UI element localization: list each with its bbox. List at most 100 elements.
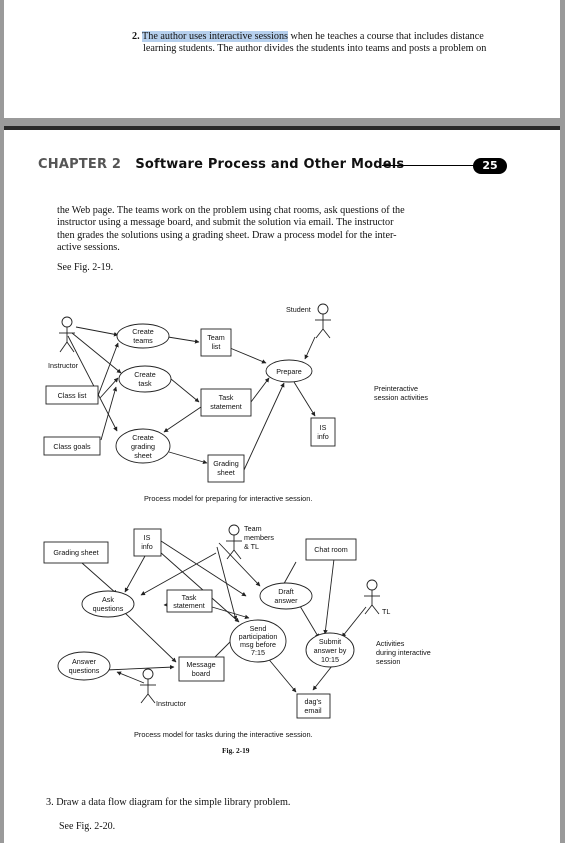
see-figure-ref: See Fig. 2-19. <box>57 262 114 273</box>
paragraph-line: the Web page. The teams work on the prob… <box>57 205 405 216</box>
class-list-box <box>45 385 99 405</box>
diagram1-connectors <box>67 326 316 471</box>
class-goals-label: Class goals <box>53 442 91 451</box>
send-participation-label: Send <box>250 624 267 633</box>
current-page: CHAPTER 2 Software Process and Other Mod… <box>4 126 560 843</box>
item-2-text: 2. The author uses interactive sessions … <box>132 31 528 56</box>
instructor-label: Instructor <box>48 361 79 370</box>
preinteractive-note: Preinteractive <box>374 384 418 393</box>
ask-questions-label-2: questions <box>93 604 124 613</box>
task-statement-label-2: statement <box>210 402 242 411</box>
grading-sheet-2-label: Grading sheet <box>53 548 98 557</box>
previous-page: 2. The author uses interactive sessions … <box>4 0 560 118</box>
team-members-label-2: members <box>244 533 274 542</box>
diagram2-caption: Process model for tasks during the inter… <box>134 730 313 739</box>
student-actor-icon <box>315 303 331 339</box>
chapter-label: CHAPTER 2 <box>38 157 122 172</box>
activities-note: Activities <box>376 639 405 648</box>
paragraph-line: instructor using a message board, and su… <box>57 217 394 229</box>
task-statement-2-label-2: statement <box>173 601 205 610</box>
is-info-box <box>310 417 336 447</box>
task-statement-box <box>200 388 252 417</box>
message-board-box <box>178 656 225 682</box>
prepare-process <box>265 359 313 383</box>
draft-answer-process <box>259 582 313 610</box>
draft-answer-label-2: answer <box>274 596 298 605</box>
team-members-actor-icon <box>226 524 242 560</box>
page-number-badge: 25 <box>473 158 507 174</box>
paragraph-line: active sessions. <box>57 242 120 254</box>
submit-answer-label: Submit <box>319 637 341 646</box>
message-board-label-2: board <box>192 669 210 678</box>
process-model-figure: Instructor Student Class list Class goal… <box>43 303 431 755</box>
create-task-label-2: task <box>138 379 152 388</box>
is-info-2-label: IS <box>144 533 151 542</box>
submit-answer-label-3: 10:15 <box>321 655 339 664</box>
team-members-label: Team <box>244 524 262 533</box>
chat-room-box <box>305 538 357 561</box>
item-2-number: 2. <box>132 31 140 42</box>
create-teams-label: Create <box>132 327 154 336</box>
create-teams-process <box>116 323 170 349</box>
team-list-box <box>200 328 232 357</box>
preinteractive-note-2: session activities <box>374 393 428 402</box>
item-2-line1-rest: when he teaches a course that includes d… <box>288 31 484 42</box>
tl-actor-icon <box>364 579 380 615</box>
draft-answer-label: Draft <box>278 587 294 596</box>
item-2-line2: learning students. The author divides th… <box>143 43 487 55</box>
submit-answer-process <box>305 632 355 668</box>
team-list-label: Team <box>207 333 225 342</box>
grading-sheet-label: Grading <box>213 459 239 468</box>
chapter-rule <box>382 165 478 166</box>
create-grading-sheet-label-2: grading <box>131 442 155 451</box>
send-participation-process <box>229 619 287 663</box>
page-top-rule <box>4 126 560 130</box>
instructor-actor-icon <box>59 316 75 353</box>
figure-label: Fig. 2-19 <box>222 746 250 755</box>
ask-questions-process <box>81 590 135 618</box>
activities-note-3: session <box>376 657 400 666</box>
create-grading-sheet-label: Create <box>132 433 154 442</box>
team-list-label-2: list <box>212 342 221 351</box>
item-3-text: 3. Draw a data flow diagram for the simp… <box>46 797 291 808</box>
grading-sheet-box-2 <box>43 541 109 564</box>
activities-note-2: during interactive <box>376 648 431 657</box>
chat-room-label: Chat room <box>314 545 348 554</box>
diagram2-connectors <box>81 540 367 693</box>
task-statement-2-label: Task <box>182 593 197 602</box>
grading-sheet-label-2: sheet <box>217 468 235 477</box>
task-statement-label: Task <box>219 393 234 402</box>
chapter-title: Software Process and Other Models <box>135 157 405 172</box>
dags-email-box <box>296 693 331 719</box>
send-participation-label-3: msg before <box>240 640 276 649</box>
answer-questions-label: Answer <box>72 657 97 666</box>
submit-answer-label-2: answer by <box>314 646 347 655</box>
is-info-label-2: info <box>317 432 329 441</box>
instructor-2-label: Instructor <box>156 699 187 708</box>
student-label: Student <box>286 305 311 314</box>
tl-label: TL <box>382 607 390 616</box>
message-board-label: Message <box>186 660 215 669</box>
dags-email-label: dag's <box>305 697 322 706</box>
team-members-label-3: & TL <box>244 542 259 551</box>
create-task-label: Create <box>134 370 156 379</box>
send-participation-label-2: participation <box>239 632 278 641</box>
body-paragraph: the Web page. The teams work on the prob… <box>57 205 441 255</box>
answer-questions-label-2: questions <box>69 666 100 675</box>
ask-questions-label: Ask <box>102 595 114 604</box>
answer-questions-process <box>57 651 111 681</box>
chapter-heading: CHAPTER 2 Software Process and Other Mod… <box>38 157 404 172</box>
highlighted-text[interactable]: The author uses interactive sessions <box>142 31 288 42</box>
create-task-process <box>118 365 172 393</box>
item-3-see: See Fig. 2-20. <box>59 821 116 832</box>
task-statement-box-2 <box>166 589 213 613</box>
instructor-actor-2-icon <box>140 668 156 704</box>
create-grading-sheet-label-3: sheet <box>134 451 152 460</box>
paragraph-line: then grades the solutions using a gradin… <box>57 229 397 241</box>
is-info-label: IS <box>320 423 327 432</box>
class-goals-box <box>43 436 101 456</box>
prepare-label: Prepare <box>276 367 302 376</box>
create-grading-sheet-process <box>115 428 171 464</box>
send-participation-label-4: 7:15 <box>251 648 265 657</box>
dags-email-label-2: email <box>304 706 322 715</box>
